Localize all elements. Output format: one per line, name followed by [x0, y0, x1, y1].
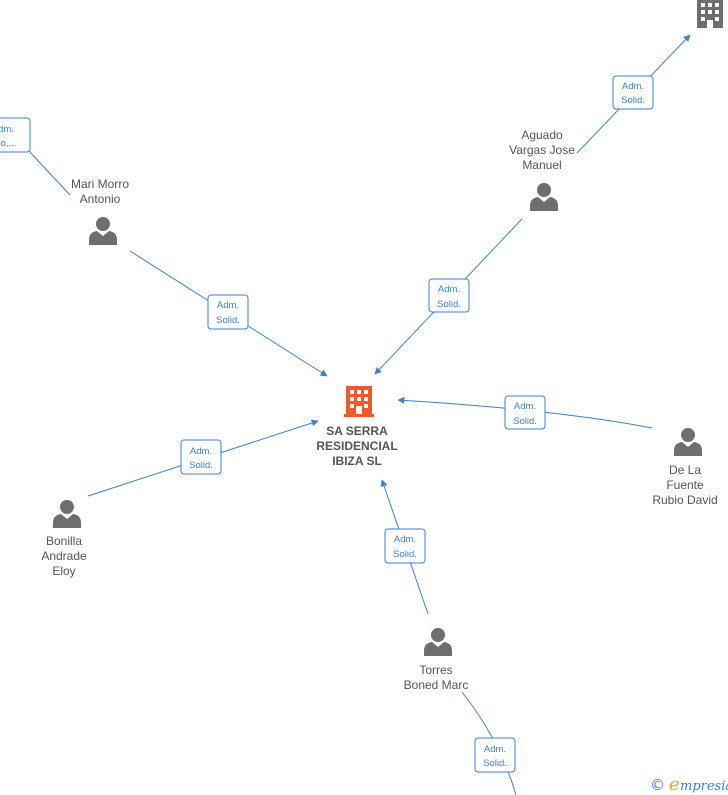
svg-text:e: e — [669, 774, 680, 795]
person-name: Eloy — [52, 564, 75, 578]
center-company-node[interactable]: SA SERRA RESIDENCIAL IBIZA SL — [316, 386, 398, 468]
svg-text:Adm.: Adm. — [394, 534, 416, 545]
person-icon — [89, 217, 117, 245]
svg-text:dm.: dm. — [0, 124, 14, 135]
person-icon — [674, 428, 702, 456]
svg-text:Solid.: Solid. — [513, 416, 537, 427]
svg-text:Adm.: Adm. — [622, 81, 644, 92]
center-building-icon — [344, 386, 374, 417]
person-name: Rubio David — [652, 493, 717, 507]
relation-label-marimorro[interactable]: Adm. Solid. — [207, 294, 249, 330]
person-name: Aguado — [521, 128, 563, 142]
center-company-name: SA SERRA — [326, 424, 388, 438]
person-node-aguado[interactable]: Aguado Vargas Jose Manuel — [509, 128, 575, 211]
svg-text:Solid.: Solid. — [393, 549, 417, 560]
person-icon — [53, 500, 81, 528]
person-name: Antonio — [80, 192, 121, 206]
person-icon — [424, 628, 452, 656]
person-node-marimorro[interactable]: Mari Morro Antonio — [71, 177, 129, 245]
svg-text:Adm.: Adm. — [438, 284, 460, 295]
center-company-name: IBIZA SL — [332, 454, 382, 468]
person-name: Manuel — [522, 158, 561, 172]
svg-text:Adm.: Adm. — [190, 446, 212, 457]
svg-text:mpresia: mpresia — [680, 779, 728, 794]
person-node-torres[interactable]: Torres Boned Marc — [404, 628, 469, 692]
person-name: Mari Morro — [71, 177, 129, 191]
person-name: Bonilla — [46, 534, 82, 548]
person-node-delafuente[interactable]: De La Fuente Rubio David — [652, 428, 718, 507]
svg-text:Solid.: Solid. — [189, 460, 213, 471]
relation-label-aguado-top[interactable]: Adm. Solid. — [612, 75, 654, 110]
svg-text:Adm.: Adm. — [484, 744, 506, 755]
person-node-bonilla[interactable]: Bonilla Andrade Eloy — [41, 500, 87, 578]
center-company-name: RESIDENCIAL — [316, 439, 397, 453]
svg-text:Solid.: Solid. — [437, 299, 461, 310]
svg-text:co,...: co,... — [0, 138, 16, 149]
person-name: Torres — [419, 663, 452, 677]
person-name: Vargas Jose — [509, 143, 575, 157]
person-name: Andrade — [41, 549, 87, 563]
svg-text:Solid.: Solid. — [483, 758, 507, 769]
person-name: Fuente — [666, 478, 704, 492]
relation-label-bonilla[interactable]: Adm. Solid. — [180, 439, 222, 475]
svg-text:Solid.: Solid. — [621, 95, 645, 106]
person-name: Boned Marc — [404, 678, 469, 692]
svg-text:Adm.: Adm. — [514, 401, 536, 412]
top-company-building-icon[interactable] — [697, 0, 723, 28]
relation-label-torres-offscreen[interactable]: Adm. Solid. — [474, 737, 516, 773]
svg-text:Solid.: Solid. — [216, 315, 240, 326]
relation-label-delafuente[interactable]: Adm. Solid. — [504, 395, 546, 430]
edge-partial-to-marimorro — [27, 149, 71, 196]
svg-text:Adm.: Adm. — [217, 300, 239, 311]
svg-text:©: © — [650, 776, 665, 794]
empresia-logo: © e mpresia — [650, 774, 728, 795]
person-name: De La — [669, 463, 701, 477]
relation-label-aguado-center[interactable]: Adm. Solid. — [428, 278, 470, 313]
relation-label-torres-center[interactable]: Adm. Solid. — [384, 528, 426, 564]
relation-label-partial[interactable]: dm. co,... — [0, 117, 31, 153]
person-icon — [530, 183, 558, 211]
